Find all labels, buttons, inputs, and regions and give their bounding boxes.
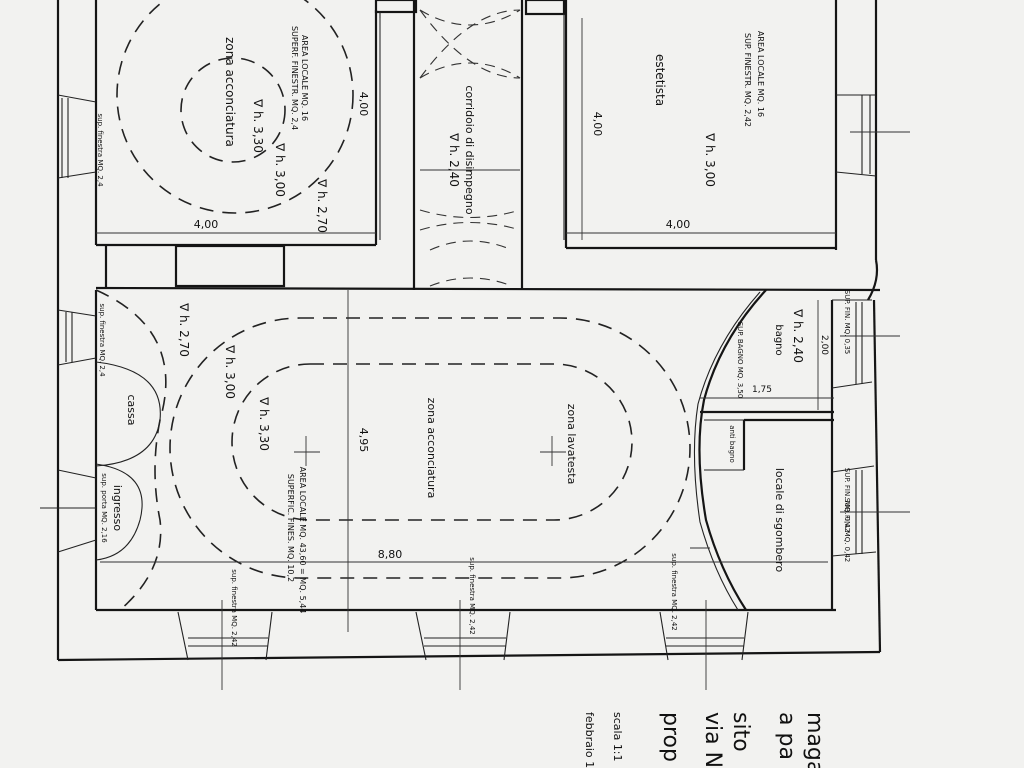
tr-area-label: AREA LOCALE MQ. 16: [756, 31, 765, 117]
sgombero-label: locale di sgombero: [773, 468, 786, 573]
tl-height-inner: ∇ h. 3,30: [251, 98, 265, 153]
bagno-sup-label: SUP. BAGNO MQ. 3,50: [736, 322, 744, 399]
dimension-labels: 4,00 4,00 4,00 4,00 4,95 8,80 1,75 2,00: [194, 92, 829, 561]
top-left-vault: [116, 0, 354, 214]
title-line-5: prop: [658, 712, 683, 762]
bagno-label: bagno: [773, 324, 784, 355]
main-height-outer: ∇ h. 2,70: [177, 302, 191, 357]
tl-zone-label: zona acconciatura: [223, 37, 237, 147]
bagno-window-label: SUP. FIN. MQ. 0,35: [843, 290, 851, 355]
tl-window-label: sup. finestra MQ. 2,4: [96, 113, 104, 187]
title-line-6: scala 1:1: [611, 712, 624, 762]
main-zone-label: zona acconciatura: [425, 398, 438, 499]
main-window-b2: sup. finestra MQ. 2,42: [468, 557, 476, 635]
title-line-3: sito: [728, 712, 753, 752]
room-labels: zona acconciatura AREA LOCALE MQ. 16 SUP…: [96, 26, 851, 647]
dim-main-horizontal: 8,80: [378, 548, 403, 561]
dimension-lines: [96, 18, 836, 632]
title-line-1: maga: [802, 712, 827, 768]
main-height-inner: ∇ h. 3,30: [257, 396, 271, 451]
dim-top-right: 4,00: [666, 218, 691, 231]
dim-right-vertical: 4,00: [591, 112, 604, 137]
title-line-7: febbraio 1: [583, 712, 596, 768]
dim-main-vertical: 4,95: [357, 428, 370, 453]
outer-walls: [56, 0, 882, 662]
tl-surface-label: SUPERF. FINESTR. MQ. 2,4: [290, 26, 299, 130]
main-height-mid: ∇ h. 3,00: [223, 344, 237, 399]
service-rooms: [693, 289, 834, 611]
sgombero-window-top: SUP. FIN. MQ. 0,42: [843, 468, 851, 533]
bagno-height: ∇ h. 2,40: [791, 308, 805, 363]
title-line-4: via N: [700, 712, 725, 768]
title-block: maga a pa sito via N prop scala 1:1 febb…: [583, 712, 827, 768]
tl-height-mid: ∇ h. 3,00: [273, 142, 287, 197]
tr-height-label: ∇ h. 3,00: [703, 132, 717, 187]
tr-name-label: estetista: [653, 54, 667, 106]
sgombero-window-bot: SUP. FIN. MQ. 0,42: [843, 498, 851, 563]
main-room-vault: [95, 289, 691, 611]
title-line-2: a pa: [774, 712, 799, 760]
main-area-label: AREA LOCALE MQ. 43,60 = MQ. 5,44: [298, 467, 307, 614]
main-zone2-label: zona lavatesta: [565, 404, 578, 485]
dim-bagno-height: 2,00: [819, 335, 829, 355]
dim-bagno-width: 1,75: [752, 385, 772, 395]
ingresso-label: ingresso: [111, 485, 124, 532]
tl-height-outer: ∇ h. 2,70: [315, 178, 329, 233]
tr-surface-label: SUP. FINESTR. MQ. 2,42: [743, 33, 752, 127]
dim-top-left: 4,00: [194, 218, 219, 231]
main-window-b3: sup. finestra MQ. 2,42: [670, 553, 678, 631]
main-window-b1: sup. finestra MQ. 2,42: [230, 569, 238, 647]
corridor-height: ∇ h. 2,40: [447, 132, 461, 187]
windows: [40, 94, 910, 690]
main-window-left: sup. finestra MQ. 2,4: [98, 303, 106, 377]
cassa-label: cassa: [125, 395, 138, 426]
main-surface-label: SUPERFIC. FINES. MQ. 10,2: [286, 474, 295, 582]
ingresso-sup-label: sup. porta MQ. 2,16: [100, 473, 108, 543]
antibagno-label: anti bagno: [728, 425, 736, 463]
dim-left-vertical: 4,00: [357, 92, 370, 117]
tl-area-label: AREA LOCALE MQ. 16: [300, 35, 309, 121]
corridor-vaults: [419, 9, 521, 287]
corridor-label: corridoio di disimpegno: [463, 85, 476, 214]
